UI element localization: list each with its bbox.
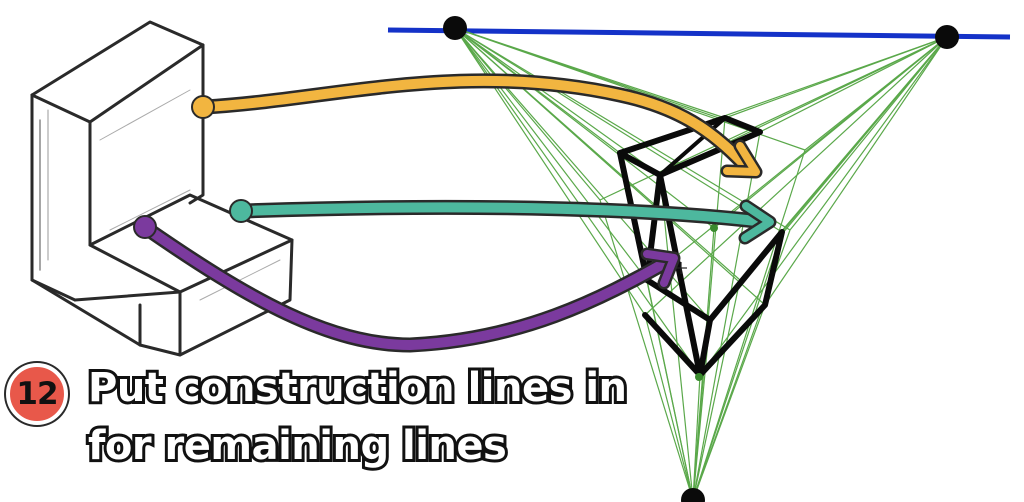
- construction-line: [789, 36, 948, 231]
- caption-line-2: for remaining lines: [85, 420, 510, 472]
- vanishing-point-bottom: [681, 488, 705, 502]
- arrow-teal: [229, 199, 777, 245]
- arrow-purple: [133, 215, 681, 353]
- horizon-line: [387, 27, 1011, 40]
- construction-line: [454, 27, 715, 229]
- vanishing-point-left: [443, 16, 467, 40]
- construction-line: [644, 314, 694, 501]
- construction-line: [454, 27, 783, 233]
- construction-line: [644, 36, 948, 316]
- box-drawing: [617, 115, 785, 378]
- construction-line: [759, 36, 948, 133]
- caption-line-1: Put construction lines in: [85, 362, 630, 414]
- construction-point: [710, 224, 718, 232]
- construction-line: [646, 279, 694, 501]
- construction-line: [692, 279, 741, 501]
- arrow-yellow: [191, 73, 763, 179]
- construction-line: [454, 27, 601, 201]
- step-caption: Put construction lines in for remaining …: [85, 359, 630, 475]
- reference-sketch: [30, 20, 294, 357]
- construction-line: [599, 36, 948, 201]
- vanishing-point-right: [935, 25, 959, 49]
- construction-line: [764, 36, 948, 306]
- construction-line: [599, 199, 694, 501]
- step-badge: 12: [6, 363, 68, 425]
- construction-line: [454, 27, 741, 281]
- construction-line: [454, 27, 648, 281]
- construction-line: [699, 36, 948, 376]
- construction-line: [724, 36, 948, 119]
- construction-line: [454, 27, 791, 231]
- construction-line: [659, 174, 694, 501]
- construction-point: [695, 373, 703, 381]
- construction-line: [713, 36, 948, 229]
- construction-line: [692, 131, 761, 501]
- step-number: 12: [16, 376, 58, 412]
